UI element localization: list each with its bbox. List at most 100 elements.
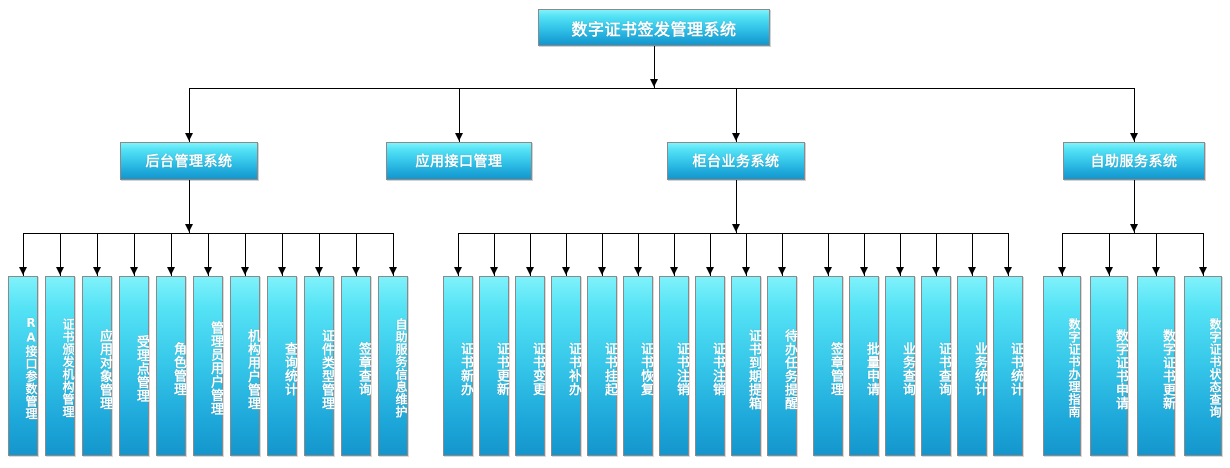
leaf-arrow-3-5 (598, 267, 606, 275)
branch-arrow-1 (185, 133, 193, 141)
leaf-arrow-3-7 (670, 267, 678, 275)
leaf-stem-3-5 (602, 233, 603, 276)
root-stem (654, 46, 655, 88)
leaf-node-1-9: 证件类型管理 (304, 276, 334, 456)
branch-arrow-2 (455, 133, 463, 141)
leaf-node-1-4: 受理点管理 (119, 276, 149, 456)
leaf-node-1-6: 管理员用户管理 (193, 276, 223, 456)
leaf-stem-1-5 (171, 233, 172, 276)
leaf-node-3-8: 证书注销 (695, 276, 725, 456)
leaf-stem-1-3 (97, 233, 98, 276)
leaf-arrow-3-13 (896, 267, 904, 275)
leaf-node-3-7: 证书注销 (659, 276, 689, 456)
leaf-node-3-3: 证书变更 (515, 276, 545, 456)
leaf-node-3-1: 证书新办 (443, 276, 473, 456)
leaf-node-3-5: 证书挂起 (587, 276, 617, 456)
leaf-node-3-4: 证书补办 (551, 276, 581, 456)
leaf-node-3-16: 证书统计 (993, 276, 1023, 456)
leaf-arrow-3-10 (778, 267, 786, 275)
leaf-arrow-3-1 (454, 267, 462, 275)
leaf-stem-3-9 (746, 233, 747, 276)
leaf-stem-3-7 (674, 233, 675, 276)
leaf-arrow-3-11 (824, 267, 832, 275)
leaf-node-3-2: 证书更新 (479, 276, 509, 456)
leaf-arrow-3-2 (490, 267, 498, 275)
leaf-stem-3-12 (864, 233, 865, 276)
leaf-node-4-3: 数字证书更新 (1137, 276, 1175, 456)
leaf-arrow-1-2 (56, 267, 64, 275)
leaf-stem-1-4 (134, 233, 135, 276)
branch-drop-arrow-4 (1130, 224, 1138, 232)
root-stem-arrow (650, 79, 658, 87)
root-node: 数字证书签发管理系统 (538, 9, 770, 46)
leaf-node-1-1: RA接口参数管理 (8, 276, 38, 456)
leaf-node-3-11: 签章管理 (813, 276, 843, 456)
leaf-stem-3-2 (494, 233, 495, 276)
leaf-arrow-3-14 (932, 267, 940, 275)
leaf-arrow-1-4 (130, 267, 138, 275)
leaf-stem-1-10 (356, 233, 357, 276)
leaf-node-4-1: 数字证书办理指南 (1043, 276, 1081, 456)
branch-arrow-3 (732, 133, 740, 141)
leaf-stem-3-8 (710, 233, 711, 276)
leaf-stem-1-1 (23, 233, 24, 276)
leaf-node-3-9: 证书到期提箱 (731, 276, 761, 456)
leaf-stem-3-10 (782, 233, 783, 276)
leaf-stem-1-2 (60, 233, 61, 276)
leaf-arrow-1-11 (389, 267, 397, 275)
branch-dropline-1 (189, 180, 190, 233)
leaf-stem-3-15 (972, 233, 973, 276)
leaf-bus-3 (458, 233, 1008, 234)
leaf-stem-4-2 (1109, 233, 1110, 276)
branch-stem-4 (1134, 88, 1135, 142)
leaf-node-3-6: 证书恢复 (623, 276, 653, 456)
leaf-node-1-8: 查询统计 (267, 276, 297, 456)
branch-stem-2 (459, 88, 460, 142)
leaf-bus-4 (1062, 233, 1203, 234)
leaf-stem-4-1 (1062, 233, 1063, 276)
leaf-arrow-3-4 (562, 267, 570, 275)
leaf-arrow-1-8 (278, 267, 286, 275)
leaf-stem-4-3 (1156, 233, 1157, 276)
main-bus (189, 88, 1134, 89)
leaf-arrow-1-3 (93, 267, 101, 275)
leaf-arrow-3-8 (706, 267, 714, 275)
branch-drop-arrow-3 (732, 224, 740, 232)
leaf-arrow-3-9 (742, 267, 750, 275)
branch-node-4: 自助服务系统 (1063, 142, 1205, 180)
leaf-arrow-1-9 (315, 267, 323, 275)
branch-node-1: 后台管理系统 (120, 142, 258, 180)
leaf-arrow-4-3 (1152, 267, 1160, 275)
leaf-node-3-13: 业务查询 (885, 276, 915, 456)
leaf-arrow-1-1 (19, 267, 27, 275)
leaf-arrow-3-15 (968, 267, 976, 275)
leaf-arrow-1-6 (204, 267, 212, 275)
leaf-stem-3-6 (638, 233, 639, 276)
branch-arrow-4 (1130, 133, 1138, 141)
leaf-stem-1-7 (245, 233, 246, 276)
branch-dropline-4 (1134, 180, 1135, 233)
leaf-node-1-5: 角色管理 (156, 276, 186, 456)
leaf-stem-3-14 (936, 233, 937, 276)
leaf-arrow-4-4 (1199, 267, 1207, 275)
leaf-node-1-10: 签章查询 (341, 276, 371, 456)
branch-node-3: 柜台业务系统 (667, 142, 805, 180)
leaf-stem-3-3 (530, 233, 531, 276)
leaf-arrow-1-5 (167, 267, 175, 275)
leaf-node-1-11: 自助服务信息维护 (378, 276, 408, 456)
leaf-stem-3-13 (900, 233, 901, 276)
leaf-arrow-1-10 (352, 267, 360, 275)
leaf-node-4-4: 数字证书状态查询 (1184, 276, 1222, 456)
leaf-stem-1-11 (393, 233, 394, 276)
leaf-stem-3-16 (1008, 233, 1009, 276)
leaf-node-4-2: 数字证书申请 (1090, 276, 1128, 456)
leaf-node-3-14: 证书查询 (921, 276, 951, 456)
leaf-arrow-3-16 (1004, 267, 1012, 275)
leaf-arrow-4-1 (1058, 267, 1066, 275)
leaf-arrow-4-2 (1105, 267, 1113, 275)
branch-dropline-3 (736, 180, 737, 233)
leaf-node-1-2: 证书颁发机构管理 (45, 276, 75, 456)
leaf-stem-3-11 (828, 233, 829, 276)
leaf-arrow-1-7 (241, 267, 249, 275)
leaf-arrow-3-6 (634, 267, 642, 275)
